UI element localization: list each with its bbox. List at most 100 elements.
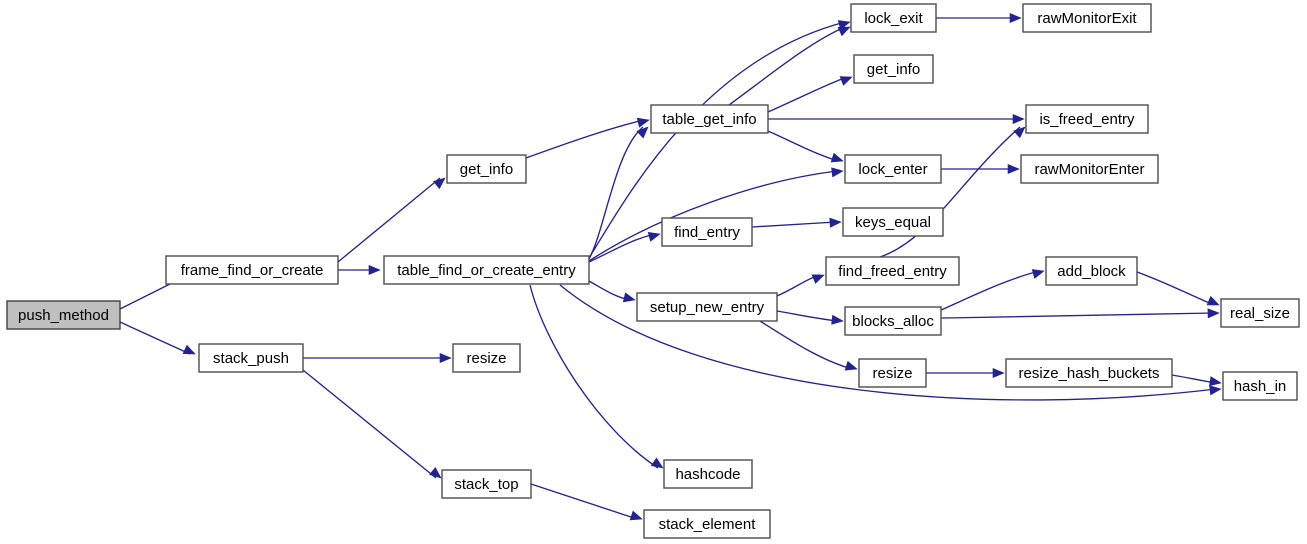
node-box-blocks_alloc[interactable]	[844, 306, 942, 336]
arrowhead	[831, 167, 844, 178]
arrowhead	[992, 367, 1005, 379]
edge-find_entry-to-keys_equal	[751, 217, 842, 228]
graph-node-find_freed_entry[interactable]: find_freed_entry	[825, 256, 960, 286]
arrowhead	[1209, 385, 1222, 396]
edge-table_get_info-to-is_freed_entry	[768, 113, 1025, 125]
graph-node-frame_find_or_create[interactable]: frame_find_or_create	[165, 255, 339, 285]
arrowhead	[1206, 295, 1220, 306]
node-box-lock_exit[interactable]	[850, 3, 937, 33]
node-box-resize_hash_buckets[interactable]	[1005, 358, 1173, 388]
graph-node-rawMonitorExit[interactable]: rawMonitorExit	[1022, 3, 1152, 33]
node-label-resize_hash_buckets: resize_hash_buckets	[1019, 365, 1160, 382]
node-box-get_info_right[interactable]	[853, 54, 934, 84]
edge-layer	[119, 12, 1222, 521]
graph-node-hashcode[interactable]: hashcode	[663, 459, 753, 489]
node-label-resize_right: resize	[872, 365, 912, 382]
edge-resize_hash_buckets-to-hash_in	[1171, 374, 1222, 387]
node-label-lock_exit: lock_exit	[864, 10, 923, 27]
edge-table_get_info-to-lock_exit	[728, 26, 851, 106]
node-label-hash_in: hash_in	[1234, 378, 1287, 395]
node-box-keys_equal[interactable]	[842, 207, 944, 237]
edge-stack_top-to-stack_element	[530, 483, 643, 521]
node-box-resize_right[interactable]	[858, 358, 927, 388]
arrowhead	[182, 344, 196, 355]
node-box-is_freed_entry[interactable]	[1025, 104, 1149, 134]
graph-node-rawMonitorEnter[interactable]: rawMonitorEnter	[1020, 154, 1159, 184]
node-box-hashcode[interactable]	[663, 459, 753, 489]
node-label-add_block: add_block	[1057, 263, 1126, 280]
graph-node-get_info_left[interactable]: get_info	[446, 154, 527, 184]
graph-node-find_entry[interactable]: find_entry	[661, 217, 753, 247]
graph-node-get_info_right[interactable]: get_info	[853, 54, 934, 84]
edge-table_find_or_create_entry-to-find_entry	[588, 231, 661, 263]
graph-node-resize_right[interactable]: resize	[858, 358, 927, 388]
node-label-blocks_alloc: blocks_alloc	[852, 313, 934, 330]
graph-node-resize_left[interactable]: resize	[452, 343, 521, 373]
arrowhead	[636, 117, 650, 128]
edge-find_freed_entry-to-is_freed_entry	[879, 126, 1026, 258]
node-box-rawMonitorExit[interactable]	[1022, 3, 1152, 33]
node-box-table_get_info[interactable]	[650, 104, 769, 134]
node-box-stack_element[interactable]	[643, 509, 771, 539]
graph-node-table_find_or_create_entry[interactable]: table_find_or_create_entry	[383, 255, 590, 285]
node-box-real_size[interactable]	[1220, 298, 1300, 328]
node-box-table_find_or_create_entry[interactable]	[383, 255, 590, 285]
node-label-find_freed_entry: find_freed_entry	[838, 263, 947, 280]
graph-node-push_method[interactable]: push_method	[6, 300, 121, 330]
node-box-stack_push[interactable]	[198, 343, 304, 373]
arrowhead	[629, 510, 643, 521]
node-box-resize_left[interactable]	[452, 343, 521, 373]
node-box-get_info_left[interactable]	[446, 154, 527, 184]
node-box-find_entry[interactable]	[661, 217, 753, 247]
arrowhead	[429, 466, 442, 479]
node-box-find_freed_entry[interactable]	[825, 256, 960, 286]
arrowhead	[837, 26, 851, 37]
node-label-get_info_left: get_info	[460, 161, 513, 178]
node-label-real_size: real_size	[1230, 305, 1290, 322]
graph-node-keys_equal[interactable]: keys_equal	[842, 207, 944, 237]
edge-table_find_or_create_entry-to-table_get_info	[588, 126, 649, 260]
graph-node-resize_hash_buckets[interactable]: resize_hash_buckets	[1005, 358, 1173, 388]
graph-node-stack_top[interactable]: stack_top	[441, 469, 532, 499]
graph-node-stack_push[interactable]: stack_push	[198, 343, 304, 373]
node-box-hash_in[interactable]	[1222, 371, 1298, 401]
graph-node-lock_exit[interactable]: lock_exit	[850, 3, 937, 33]
graph-node-table_get_info[interactable]: table_get_info	[650, 104, 769, 134]
node-label-rawMonitorEnter: rawMonitorEnter	[1034, 161, 1144, 178]
arrowhead	[1207, 308, 1220, 319]
node-label-table_find_or_create_entry: table_find_or_create_entry	[397, 262, 576, 279]
node-label-hashcode: hashcode	[675, 466, 740, 483]
node-box-setup_new_entry[interactable]	[636, 292, 778, 322]
node-box-add_block[interactable]	[1045, 256, 1138, 286]
graph-node-add_block[interactable]: add_block	[1045, 256, 1138, 286]
node-label-stack_top: stack_top	[454, 476, 518, 493]
graph-node-is_freed_entry[interactable]: is_freed_entry	[1025, 104, 1149, 134]
edge-blocks_alloc-to-add_block	[940, 269, 1045, 311]
graph-node-stack_element[interactable]: stack_element	[643, 509, 771, 539]
node-box-stack_top[interactable]	[441, 469, 532, 499]
node-label-setup_new_entry: setup_new_entry	[650, 299, 765, 316]
arrowhead	[368, 264, 381, 276]
graph-node-real_size[interactable]: real_size	[1220, 298, 1300, 328]
node-box-lock_enter[interactable]	[844, 154, 942, 184]
graph-node-blocks_alloc[interactable]: blocks_alloc	[844, 306, 942, 336]
arrowhead	[1007, 163, 1020, 175]
graph-node-setup_new_entry[interactable]: setup_new_entry	[636, 292, 778, 322]
arrowhead	[622, 292, 636, 303]
graph-node-hash_in[interactable]: hash_in	[1222, 371, 1298, 401]
node-box-rawMonitorEnter[interactable]	[1020, 154, 1159, 184]
edge-resize_right-to-resize_hash_buckets	[926, 367, 1005, 379]
node-box-push_method[interactable]	[6, 300, 121, 330]
arrowhead	[1013, 126, 1026, 139]
node-label-rawMonitorExit: rawMonitorExit	[1037, 10, 1137, 27]
node-label-lock_enter: lock_enter	[858, 161, 927, 178]
arrowhead	[650, 457, 664, 469]
edge-lock_exit-to-rawMonitorExit	[936, 12, 1022, 24]
arrowhead	[439, 352, 452, 364]
arrowhead	[1209, 376, 1222, 387]
node-label-find_entry: find_entry	[674, 224, 740, 241]
graph-node-lock_enter[interactable]: lock_enter	[844, 154, 942, 184]
node-box-frame_find_or_create[interactable]	[165, 255, 339, 285]
edge-setup_new_entry-to-blocks_alloc	[776, 310, 844, 325]
node-label-keys_equal: keys_equal	[855, 214, 931, 231]
